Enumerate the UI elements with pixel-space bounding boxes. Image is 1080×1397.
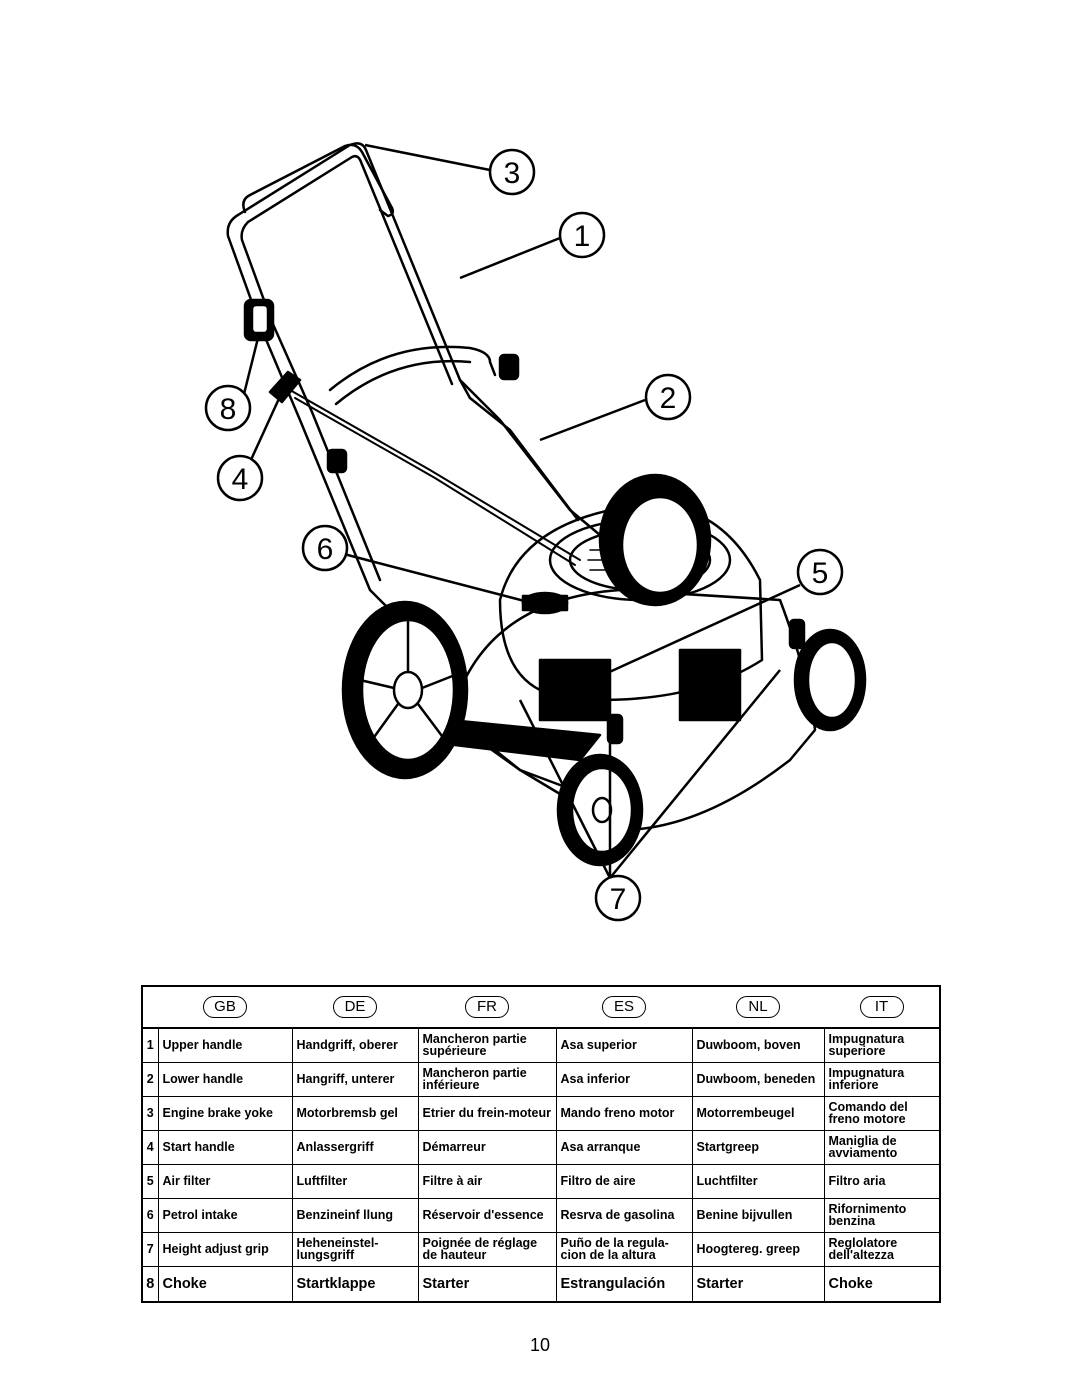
callout-1-icon: 1 [558,211,606,259]
part-name-gb: Lower handle [157,1061,293,1097]
callout-5-icon: 5 [796,548,844,596]
part-name-de: Motorbremsb gel [291,1095,419,1131]
part-name-es: Resrva de gasolina [555,1197,693,1233]
part-name-es: Asa inferior [555,1061,693,1097]
row-number: 7 [141,1231,159,1267]
part-name-gb: Upper handle [157,1027,293,1063]
part-name-gb: Petrol intake [157,1197,293,1233]
page-number: 10 [529,1335,551,1355]
callout-7-icon: 7 [594,874,642,922]
lang-badge-de: DE [333,996,377,1018]
row-number: 3 [141,1095,159,1131]
part-name-it: Maniglia de avviamento [823,1129,941,1165]
svg-text:7: 7 [610,883,627,916]
callout-3-icon: 3 [488,148,536,196]
part-name-nl: Benine bijvullen [691,1197,825,1233]
callout-6-icon: 6 [301,524,349,572]
row-number: 1 [141,1027,159,1063]
part-name-it: Impugnatura inferiore [823,1061,941,1097]
part-name-de: Benzineinf llung [291,1197,419,1233]
part-name-fr: Mancheron partie supérieure [417,1027,557,1063]
part-name-de: Hangriff, unterer [291,1061,419,1097]
callout-4-icon: 4 [216,454,264,502]
part-name-gb: Start handle [157,1129,293,1165]
part-name-fr: Etrier du frein-moteur [417,1095,557,1131]
svg-text:8: 8 [220,393,237,426]
part-name-es: Mando freno motor [555,1095,693,1131]
part-name-es: Puño de la regula-cion de la altura [555,1231,693,1267]
row-number: 8 [141,1265,159,1302]
part-name-de: Anlassergriff [291,1129,419,1165]
part-name-gb: Air filter [157,1163,293,1199]
row-number: 4 [141,1129,159,1165]
part-name-es: Estrangulación [555,1265,693,1302]
row-number: 5 [141,1163,159,1199]
part-name-it: Rifornimento benzina [823,1197,941,1233]
part-name-nl: Luchtfilter [691,1163,825,1199]
part-name-gb: Choke [157,1265,293,1302]
callout-8-icon: 8 [204,384,252,432]
part-name-gb: Engine brake yoke [157,1095,293,1131]
part-name-es: Asa arranque [555,1129,693,1165]
part-name-fr: Démarreur [417,1129,557,1165]
svg-text:3: 3 [504,157,521,190]
callout-2-icon: 2 [644,373,692,421]
svg-text:4: 4 [232,463,249,496]
upper-handle [236,142,472,400]
part-name-fr: Filtre à air [417,1163,557,1199]
part-name-it: Impugnatura superiore [823,1027,941,1063]
lang-badge-nl: NL [736,996,780,1018]
part-name-fr: Réservoir d'essence [417,1197,557,1233]
language-header-row: GB DE FR ES NL IT [142,986,940,1029]
part-name-nl: Starter [691,1265,825,1302]
svg-text:5: 5 [812,557,829,590]
part-name-it: Comando del freno motore [823,1095,941,1131]
lang-badge-fr: FR [465,996,509,1018]
part-name-gb: Height adjust grip [157,1231,293,1267]
brake-yoke [242,143,394,214]
row-number: 2 [141,1061,159,1097]
part-name-es: Asa superior [555,1027,693,1063]
part-name-nl: Hoogtereg. greep [691,1231,825,1267]
svg-text:1: 1 [574,220,591,253]
part-name-nl: Startgreep [691,1129,825,1165]
start-rope [289,389,581,561]
lang-badge-it: IT [859,996,904,1018]
part-name-it: Choke [823,1265,941,1302]
part-name-de: Heheneinstel-lungsgriff [291,1231,419,1267]
lang-badge-gb: GB [203,996,247,1018]
lang-badge-es: ES [602,996,646,1018]
engine-body [498,503,764,702]
part-name-it: Reglolatore dell'altezza [823,1231,941,1267]
part-name-fr: Mancheron partie inférieure [417,1061,557,1097]
part-name-de: Handgriff, oberer [291,1027,419,1063]
svg-text:2: 2 [660,382,677,415]
part-name-de: Luftfilter [291,1163,419,1199]
part-name-fr: Poignée de réglage de hauteur [417,1231,557,1267]
part-name-nl: Motorrembeugel [691,1095,825,1131]
lawn-mower-illustration: 3 1 2 8 4 6 5 7 [204,142,867,922]
part-name-es: Filtro de aire [555,1163,693,1199]
svg-text:6: 6 [317,533,334,566]
part-name-de: Startklappe [291,1265,419,1302]
part-name-nl: Duwboom, boven [691,1027,825,1063]
part-name-it: Filtro aria [823,1163,941,1199]
row-number: 6 [141,1197,159,1233]
part-name-fr: Starter [417,1265,557,1302]
part-name-nl: Duwboom, beneden [691,1061,825,1097]
